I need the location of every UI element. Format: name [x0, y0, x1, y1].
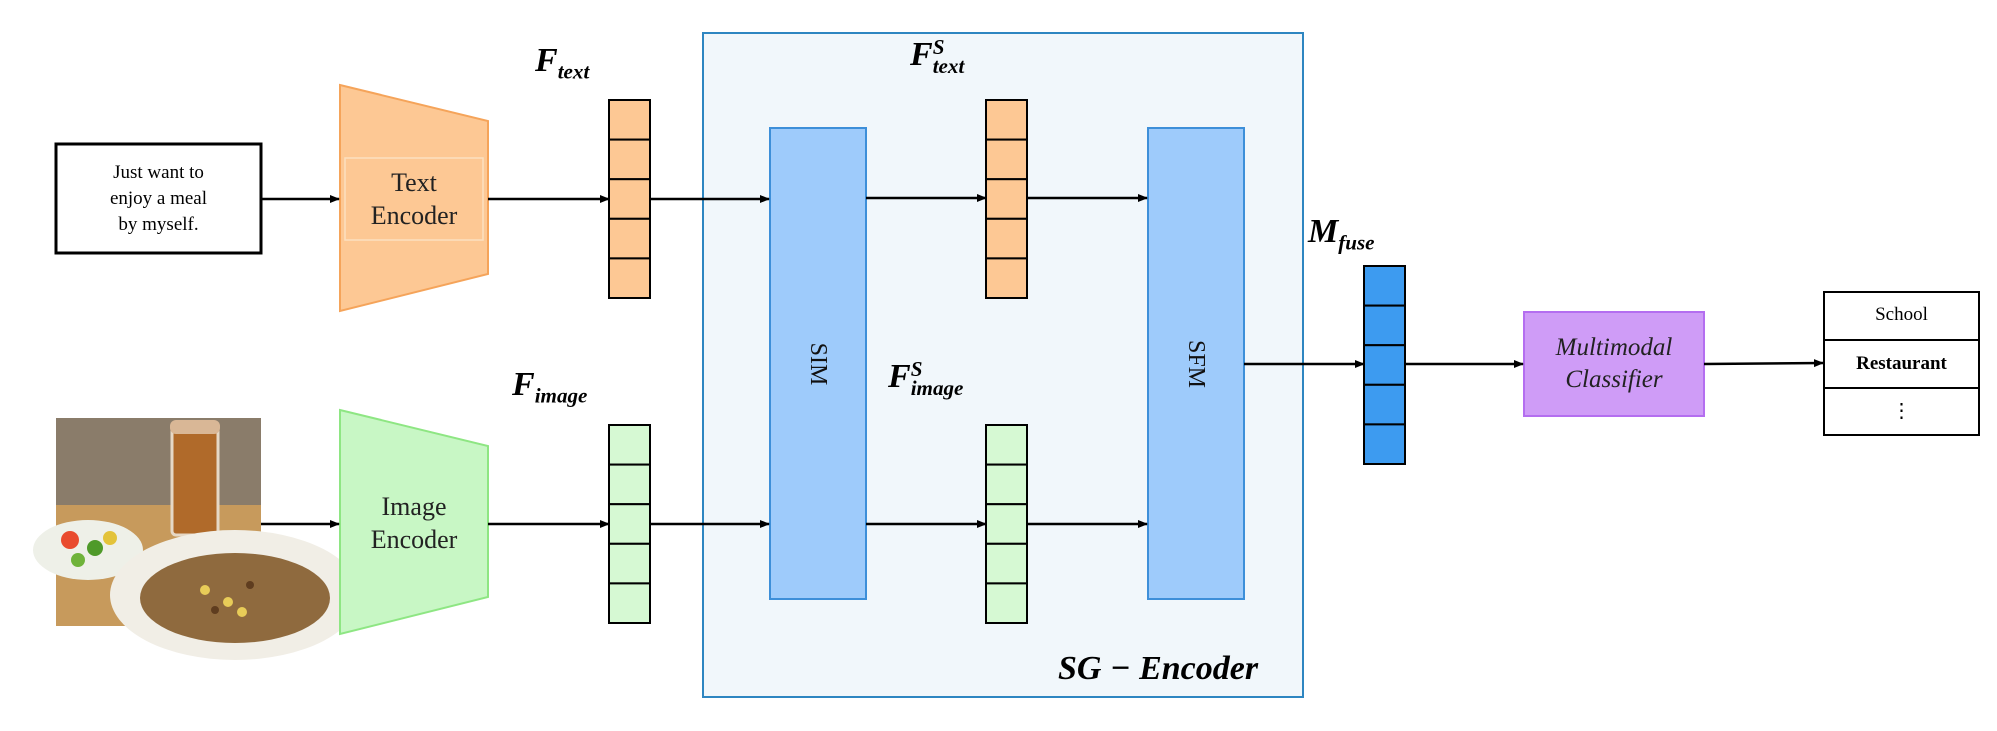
input-image — [33, 418, 360, 660]
vector-cell — [985, 503, 1028, 545]
image-encoder-line-2: Encoder — [370, 525, 458, 554]
sim-label: SIM — [805, 342, 831, 386]
vector-cell — [985, 99, 1028, 141]
text-encoder-shape — [339, 83, 489, 313]
text-encoder-line-2: Encoder — [370, 201, 458, 230]
sim-block — [769, 127, 867, 600]
classifier-line-1: Multimodal — [1555, 334, 1673, 361]
vector-cell — [1363, 423, 1406, 465]
output-restaurant: Restaurant — [1856, 353, 1947, 374]
sg-encoder-label: SG − Encoder — [1058, 650, 1259, 687]
vector-cell — [608, 99, 651, 141]
f-image-vector — [608, 424, 651, 625]
input-text-box — [54, 142, 263, 255]
vector-cell — [1363, 265, 1406, 307]
f-image-label: Fimage — [512, 366, 588, 408]
m-fuse-vector — [1363, 265, 1406, 465]
sfm-label: SFM — [1183, 339, 1209, 389]
text-encoder-line-1: Text — [391, 168, 437, 197]
vector-cell — [1363, 344, 1406, 386]
vector-cell — [985, 138, 1028, 181]
f-image-s-vector — [985, 424, 1028, 625]
output-school: School — [1875, 304, 1928, 325]
vector-cell — [608, 542, 651, 585]
vector-cell — [608, 503, 651, 545]
input-text-line-3: by myself. — [118, 214, 199, 235]
vector-cell — [608, 178, 651, 220]
text-encoder-label: Text Encoder — [345, 166, 483, 232]
vector-cell — [608, 257, 651, 299]
vector-cell — [608, 582, 651, 625]
classifier-label: Multimodal Classifier — [1524, 332, 1704, 396]
input-text: Just want to enjoy a meal by myself. — [56, 160, 261, 238]
classifier-line-2: Classifier — [1565, 366, 1663, 393]
arrows — [261, 194, 1824, 528]
vector-cell — [608, 463, 651, 506]
f-text-label: Ftext — [535, 42, 590, 84]
vector-cell — [985, 178, 1028, 220]
output-list — [1823, 291, 1980, 436]
f-text-vector — [608, 99, 651, 299]
vector-cell — [1363, 304, 1406, 347]
classifier-box — [1523, 311, 1705, 417]
input-text-line-2: enjoy a meal — [109, 188, 208, 209]
output-more: ⋮ — [1891, 400, 1912, 422]
vector-cell — [985, 582, 1028, 625]
f-text-s-vector — [985, 99, 1028, 299]
vector-cell — [985, 257, 1028, 299]
input-text-line-1: Just want to — [113, 162, 204, 183]
vector-cell — [608, 424, 651, 466]
vector-cell — [1363, 383, 1406, 426]
m-fuse-label: Mfuse — [1308, 213, 1375, 255]
vector-cell — [608, 138, 651, 181]
vector-cell — [985, 542, 1028, 585]
vector-cell — [985, 463, 1028, 506]
vector-cell — [608, 217, 651, 260]
sfm-block — [1147, 127, 1245, 600]
vector-cell — [985, 424, 1028, 466]
image-encoder-label: Image Encoder — [345, 490, 483, 556]
image-encoder-shape — [339, 408, 489, 636]
image-encoder-line-1: Image — [381, 492, 447, 521]
vector-cell — [985, 217, 1028, 260]
